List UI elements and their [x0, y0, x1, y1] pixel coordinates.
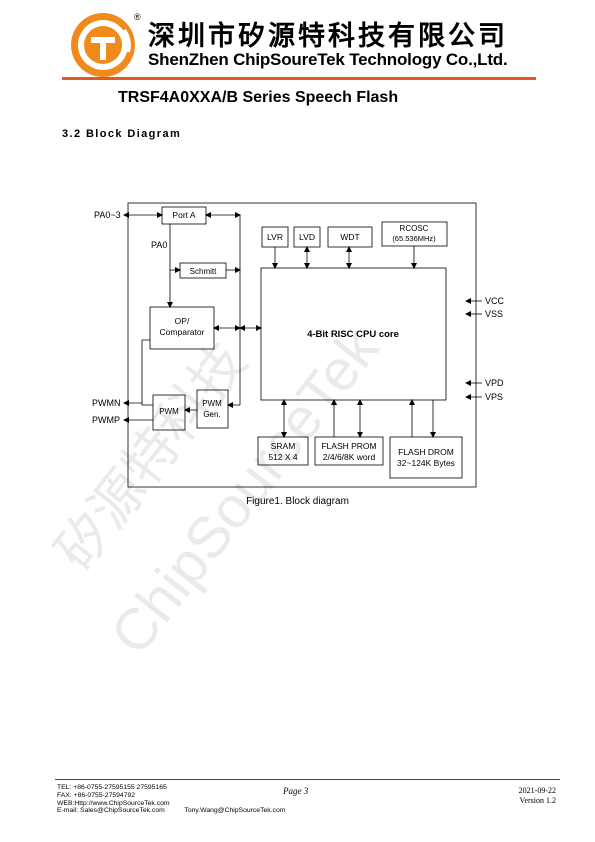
- lvd-label: LVD: [299, 232, 315, 242]
- pin-vpd: VPD: [485, 378, 504, 388]
- pin-pa0-3: PA0~3: [94, 210, 121, 220]
- schmitt-label: Schmitt: [190, 267, 217, 276]
- op-label-1: OP/: [175, 316, 190, 326]
- footer-tel: TEL: +86-0755-27595155 27595165: [57, 784, 167, 791]
- footer-version: Version 1.2: [519, 795, 556, 805]
- prom-label-1: FLASH PROM: [321, 441, 376, 451]
- pwm-gen-block: [196, 389, 229, 429]
- registered-mark: ®: [134, 12, 141, 22]
- footer-web[interactable]: WEB:Http://www.ChipSourceTek.com: [57, 799, 170, 807]
- drom-label-1: FLASH DROM: [398, 447, 454, 457]
- footer-email-2[interactable]: Tony.Wang@ChipSourceTek.com: [184, 807, 286, 815]
- section-heading: 3.2 Block Diagram: [62, 128, 182, 140]
- pin-pwmp: PWMP: [92, 415, 120, 425]
- pin-vcc: VCC: [485, 296, 505, 306]
- diagram-frame: [127, 202, 477, 488]
- pwm-label: PWM: [159, 407, 179, 416]
- wdt-label: WDT: [340, 232, 359, 242]
- footer-version-block: 2021-09-22 Version 1.2: [519, 786, 556, 805]
- document-title: TRSF4A0XXA/B Series Speech Flash: [118, 89, 399, 106]
- pwm-gen-label-2: Gen.: [203, 410, 220, 419]
- sram-label-2: 512 X 4: [268, 452, 298, 462]
- company-name-en: ShenZhen ChipSoureTek Technology Co.,Ltd…: [148, 50, 508, 69]
- flash-drom-block: [389, 436, 463, 479]
- prom-label-2: 2/4/6/8K word: [323, 452, 376, 462]
- pin-vps: VPS: [485, 392, 503, 402]
- pin-pwmn: PWMN: [92, 398, 121, 408]
- rcosc-label-2: (65.536MHz): [392, 234, 436, 243]
- flash-prom-block: [314, 436, 384, 466]
- page-number: Page 3: [283, 786, 309, 796]
- pwm-gen-label-1: PWM: [202, 399, 222, 408]
- footer-email[interactable]: E-mail: Sales@ChipSourceTek.com: [57, 807, 165, 815]
- rcosc-label-1: RCOSC: [400, 224, 429, 233]
- cpu-block: [260, 267, 447, 401]
- rcosc-block: [381, 221, 448, 247]
- drom-label-2: 32~124K Bytes: [397, 458, 455, 468]
- header-rule: [62, 77, 536, 80]
- footer-fax: FAX: +86-0755-27594792: [57, 791, 136, 799]
- company-name-cn: 深圳市矽源特科技有限公司: [148, 21, 508, 52]
- footer-date: 2021-09-22: [518, 786, 556, 795]
- lvr-label: LVR: [267, 232, 283, 242]
- port-a-label: Port A: [172, 210, 195, 220]
- op-label-2: Comparator: [160, 327, 205, 337]
- footer-email-row: E-mail: Sales@ChipSourceTek.com Tony.Wan…: [57, 807, 285, 815]
- figure-caption: Figure1. Block diagram: [246, 496, 349, 507]
- pin-vss: VSS: [485, 309, 503, 319]
- sram-label-1: SRAM: [271, 441, 296, 451]
- footer-contact: TEL: +86-0755-27595155 27595165 FAX: +86…: [57, 784, 285, 815]
- pa0-label: PA0: [151, 240, 167, 250]
- footer-rule: [55, 779, 560, 780]
- company-logo-icon: [71, 13, 135, 77]
- cpu-label: 4-Bit RISC CPU core: [307, 329, 399, 340]
